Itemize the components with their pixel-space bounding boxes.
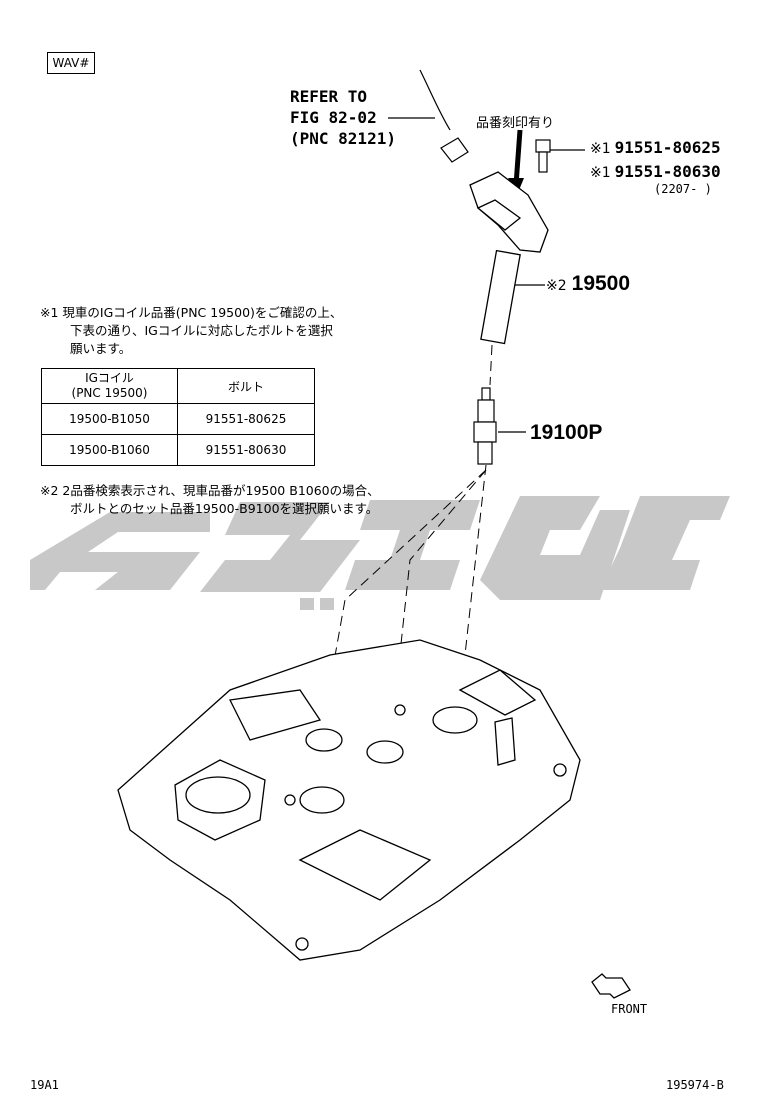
bolt-part-no-1: 91551-80625 xyxy=(614,138,721,157)
note1-line1: 現車のIGコイル品番(PNC 19500)をご確認の上、 xyxy=(62,305,343,320)
bolt-table: IGコイル (PNC 19500) ボルト 19500-B1050 91551-… xyxy=(41,368,315,466)
table-row: 19500-B1060 91551-80630 xyxy=(41,434,315,466)
coil-part-no: 19500 xyxy=(571,272,631,295)
cylinder-head-cover xyxy=(117,639,581,961)
note1-line2: 下表の通り、IGコイルに対応したボルトを選択 xyxy=(70,323,333,338)
spark-plug xyxy=(473,387,497,465)
table-header-coil-line2: (PNC 19500) xyxy=(71,386,148,400)
table-cell-bolt: 91551-80630 xyxy=(177,434,315,466)
marking-arrow xyxy=(513,129,523,186)
table-header-coil-line1: IGコイル xyxy=(85,371,134,385)
table-header-coil: IGコイル (PNC 19500) xyxy=(41,368,178,404)
harness-connector xyxy=(440,137,469,163)
front-label: FRONT xyxy=(611,1002,648,1016)
refer-line2: FIG 82-02 xyxy=(290,108,377,127)
note2-line1: 2品番検索表示され、現車品番が19500 B1060の場合、 xyxy=(62,483,380,498)
coil-mark: ※2 xyxy=(546,278,567,294)
marking-note: 品番刻印有り xyxy=(476,116,555,131)
front-arrow-icon xyxy=(591,973,631,999)
bolt-mark-2: ※1 xyxy=(590,165,611,181)
note2: ※2 2品番検索表示され、現車品番が19500 B1060の場合、 ボルトとのセ… xyxy=(40,482,380,518)
note1-mark: ※1 xyxy=(40,305,59,320)
table-row: 19500-B1050 91551-80625 xyxy=(41,403,315,435)
note2-mark: ※2 xyxy=(40,483,59,498)
wav-tag: WAV# xyxy=(47,52,95,74)
ignition-coil xyxy=(469,171,549,345)
watermark-logo xyxy=(30,496,730,610)
harness-wire xyxy=(419,69,451,131)
bolt-mark-1: ※1 xyxy=(590,141,611,157)
note1-line3: 願います。 xyxy=(70,341,132,356)
table-cell-bolt: 91551-80625 xyxy=(177,403,315,435)
footer-right: 195974-B xyxy=(666,1078,724,1092)
footer-left: 19A1 xyxy=(30,1078,59,1092)
bolt-date: (2207- ) xyxy=(654,182,712,196)
bolt xyxy=(535,139,551,173)
note1: ※1 現車のIGコイル品番(PNC 19500)をご確認の上、 下表の通り、IG… xyxy=(40,304,342,358)
plug-part-no: 19100P xyxy=(530,421,603,444)
note2-line2: ボルトとのセット品番19500-B9100を選択願います。 xyxy=(70,501,379,516)
refer-block: REFER TO FIG 82-02 (PNC 82121) xyxy=(290,86,396,149)
refer-line1: REFER TO xyxy=(290,87,368,106)
table-header-row: IGコイル (PNC 19500) ボルト xyxy=(41,368,315,404)
bolt-part-no-2: 91551-80630 xyxy=(614,162,721,181)
table-header-bolt: ボルト xyxy=(177,368,315,404)
table-cell-coil: 19500-B1060 xyxy=(41,434,178,466)
refer-line3: (PNC 82121) xyxy=(290,129,396,148)
table-cell-coil: 19500-B1050 xyxy=(41,403,178,435)
